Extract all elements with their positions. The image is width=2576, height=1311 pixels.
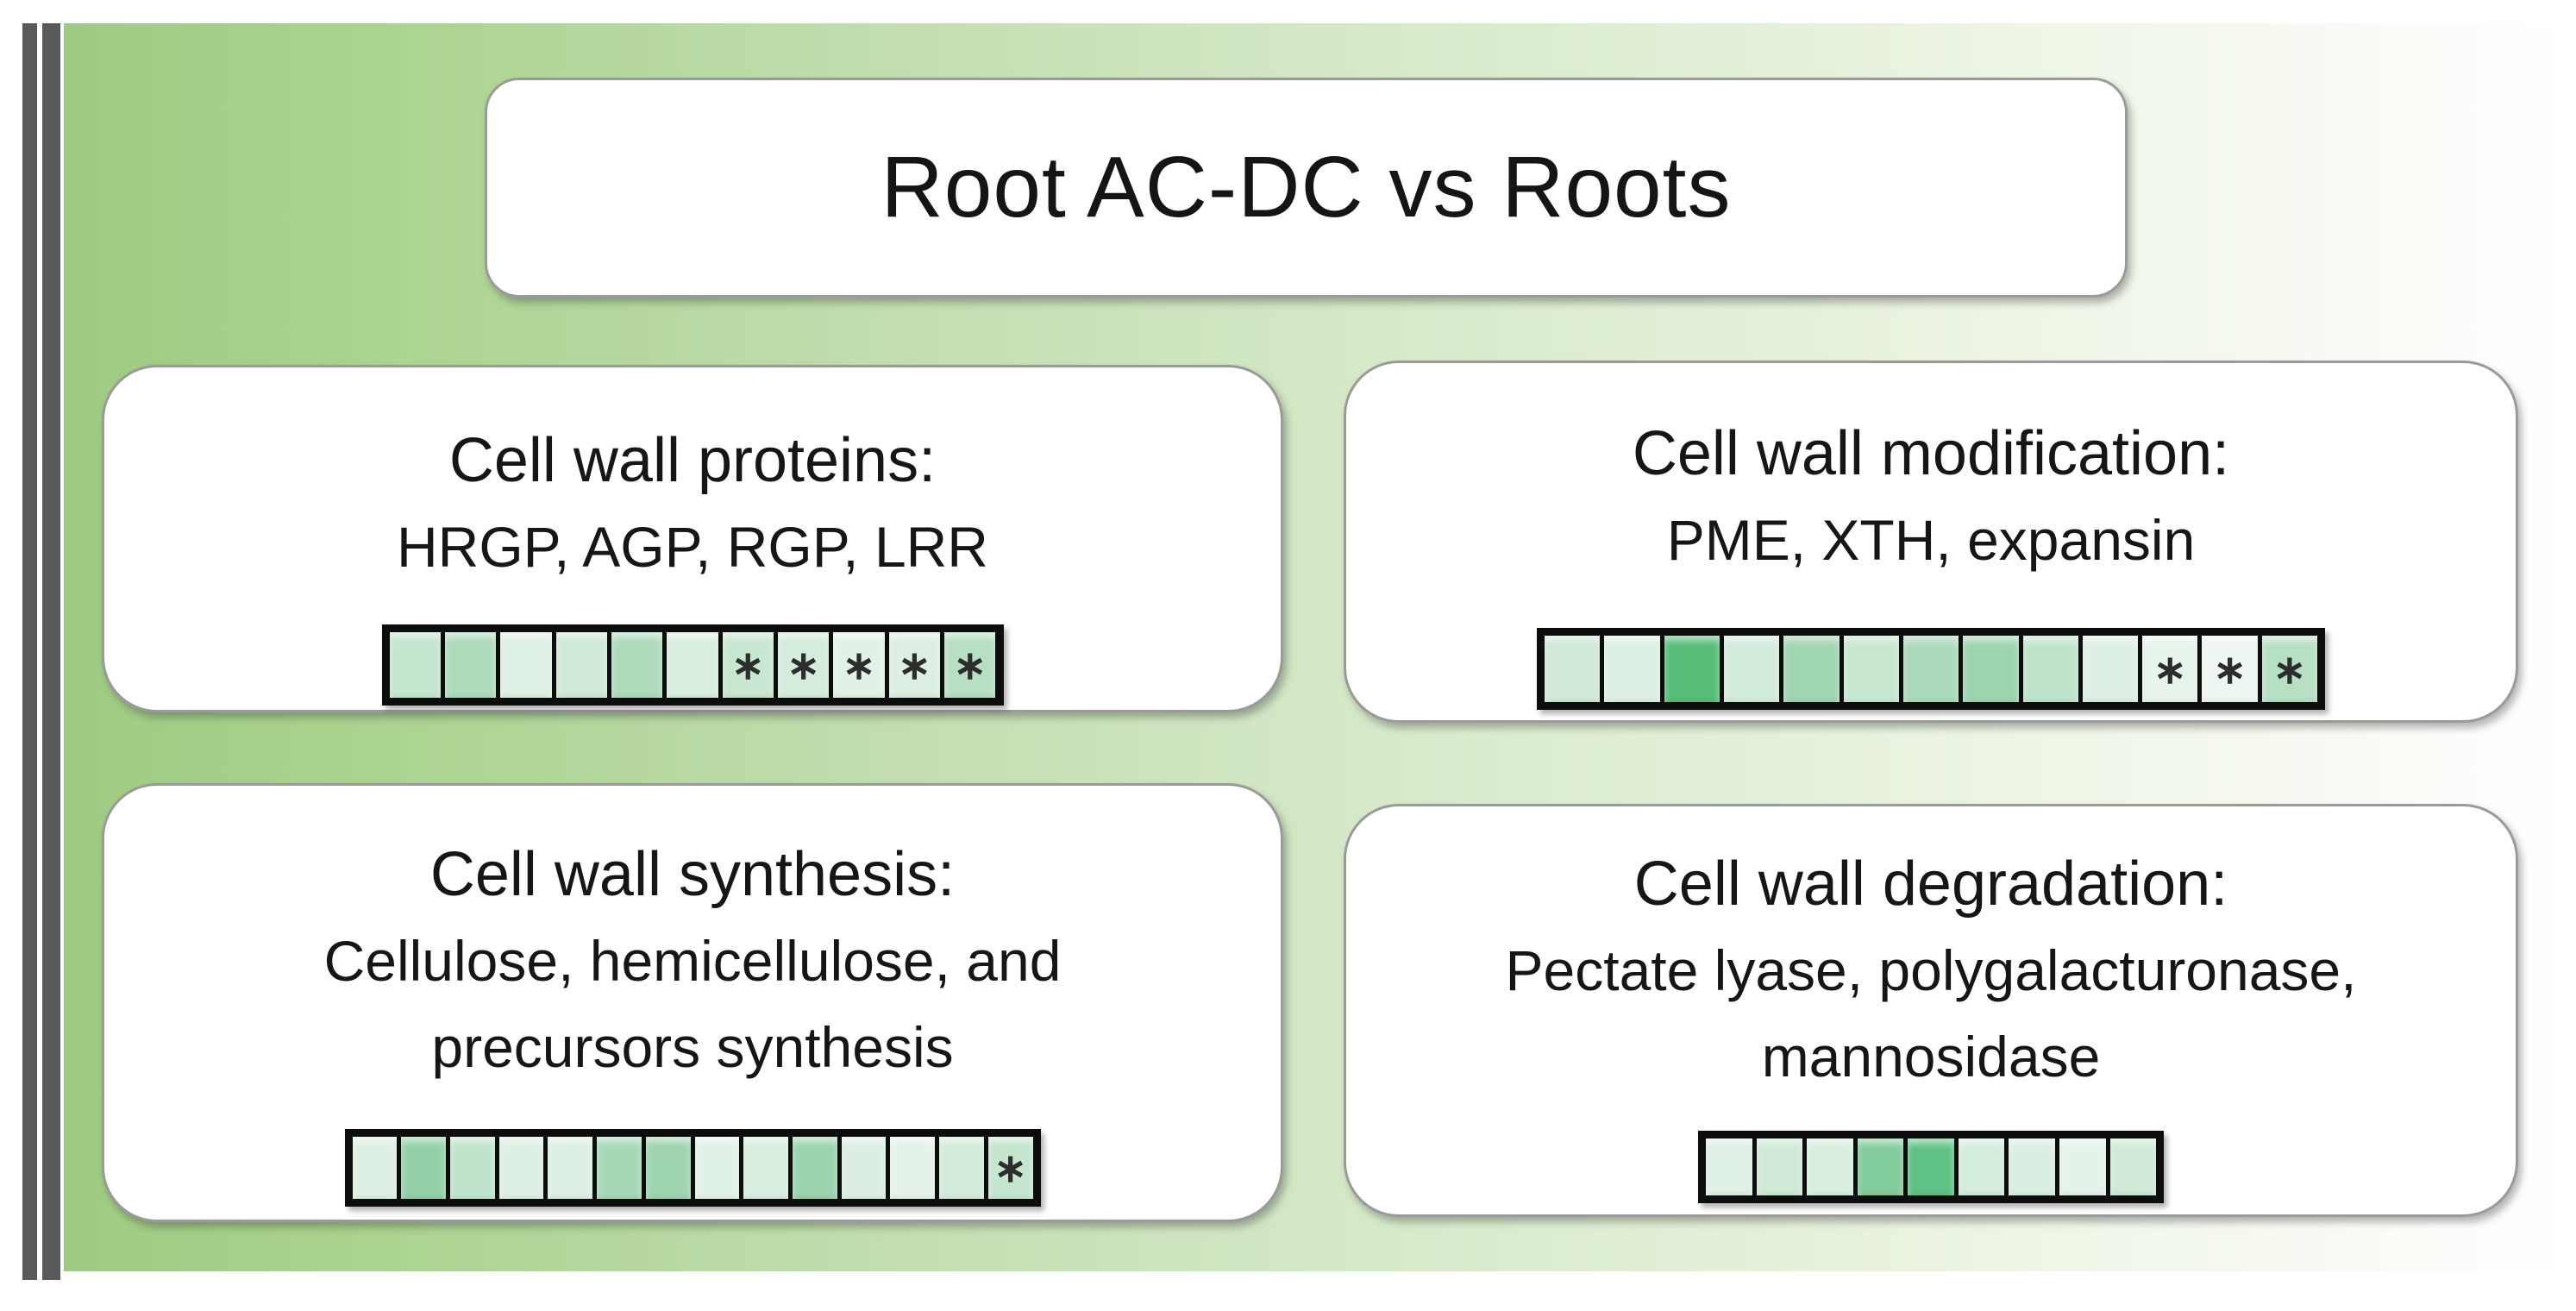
- heatmap-cell: [444, 632, 497, 698]
- card-subline: PME, XTH, expansin: [1666, 508, 2196, 572]
- card-subline: Cellulose, hemicellulose, and: [323, 929, 1062, 993]
- significance-asterisk: ∗: [2213, 646, 2247, 692]
- heatmap-cell: [1723, 636, 1780, 702]
- significance-asterisk: ∗: [898, 643, 931, 687]
- heatmap-cell: [841, 1137, 887, 1199]
- title-box: Root AC-DC vs Roots: [485, 78, 2128, 298]
- heatmap-cell: ∗: [2202, 636, 2258, 702]
- heatmap-cell: [743, 1137, 788, 1199]
- heatmap-cell: ∗: [2142, 636, 2198, 702]
- significance-asterisk: ∗: [993, 1145, 1027, 1190]
- left-accent-bar-2: [42, 23, 60, 1280]
- significance-asterisk: ∗: [2272, 646, 2307, 692]
- card-cell-wall-degradation: Cell wall degradation: Pectate lyase, po…: [1344, 804, 2518, 1217]
- heatmap-cell: [694, 1137, 740, 1199]
- heatmap-cell: [401, 1137, 446, 1199]
- card-subline: Pectate lyase, polygalacturonase,: [1505, 938, 2357, 1002]
- card-cell-wall-modification: Cell wall modification: PME, XTH, expans…: [1344, 361, 2518, 723]
- heatmap-cell: ∗: [778, 632, 830, 698]
- heatmap-cell: [2022, 636, 2078, 702]
- heatmap-strip: [1698, 1131, 2164, 1203]
- card-heading: Cell wall synthesis:: [429, 840, 956, 909]
- heatmap-cell: [939, 1137, 984, 1199]
- heatmap-cell: [890, 1137, 936, 1199]
- heatmap-cell: [1604, 636, 1660, 702]
- significance-asterisk: ∗: [2153, 646, 2187, 692]
- card-sublines: Cellulose, hemicellulose, and precursors …: [324, 918, 1062, 1090]
- card-heading: Cell wall proteins:: [448, 426, 937, 495]
- heatmap-cell: [449, 1137, 495, 1199]
- left-accent-bar-1: [22, 23, 37, 1280]
- heatmap-cell: [548, 1137, 593, 1199]
- heatmap-cell: [2059, 1138, 2106, 1195]
- card-heading: Cell wall modification:: [1632, 419, 2230, 488]
- heatmap-cell: [667, 632, 718, 698]
- heatmap-cell: [1843, 636, 1899, 702]
- heatmap-strip: ∗ ∗ ∗ ∗ ∗: [381, 624, 1004, 706]
- heatmap-cell: [1706, 1138, 1752, 1195]
- heatmap-cell: [1908, 1138, 1954, 1195]
- heatmap-cell: [611, 632, 663, 698]
- heatmap-cell: ∗: [722, 632, 774, 698]
- heatmap-cell: [645, 1137, 691, 1199]
- heatmap-cell: [1756, 1138, 1803, 1195]
- heatmap-cell: [597, 1137, 642, 1199]
- heatmap-cell: [1963, 636, 2019, 702]
- heatmap-cell: [498, 1137, 544, 1199]
- heatmap-cell: [1664, 636, 1720, 702]
- heatmap-cell: [2009, 1138, 2055, 1195]
- card-cell-wall-proteins: Cell wall proteins: HRGP, AGP, RGP, LRR …: [102, 365, 1283, 712]
- heatmap-cell: [1545, 636, 1601, 702]
- heatmap-cell: ∗: [888, 632, 941, 698]
- significance-asterisk: ∗: [787, 643, 820, 687]
- heatmap-cell: [1857, 1138, 1904, 1195]
- heatmap-cell: ∗: [944, 632, 996, 698]
- card-sublines: Pectate lyase, polygalacturonase, mannosi…: [1506, 927, 2357, 1100]
- heatmap-cell: ∗: [833, 632, 885, 698]
- heatmap-cell: [500, 632, 552, 698]
- figure-title: Root AC-DC vs Roots: [881, 139, 1732, 235]
- card-sublines: PME, XTH, expansin: [1667, 497, 2196, 583]
- heatmap-cell: [555, 632, 607, 698]
- heatmap-cell: [792, 1137, 837, 1199]
- heatmap-cell: [352, 1137, 398, 1199]
- heatmap-cell: [389, 632, 441, 698]
- card-sublines: HRGP, AGP, RGP, LRR: [397, 504, 988, 590]
- card-heading: Cell wall degradation:: [1633, 850, 2228, 919]
- card-subline: HRGP, AGP, RGP, LRR: [397, 515, 988, 579]
- heatmap-cell: [1902, 636, 1959, 702]
- significance-asterisk: ∗: [953, 643, 987, 687]
- card-subline: mannosidase: [1761, 1025, 2101, 1088]
- heatmap-cell: [1783, 636, 1840, 702]
- significance-asterisk: ∗: [731, 643, 765, 687]
- heatmap-cell: [1958, 1138, 2005, 1195]
- heatmap-cell: [2082, 636, 2139, 702]
- heatmap-cell: ∗: [987, 1137, 1033, 1199]
- significance-asterisk: ∗: [842, 643, 876, 687]
- heatmap-cell: ∗: [2261, 636, 2318, 702]
- card-subline: precursors synthesis: [431, 1015, 954, 1079]
- card-cell-wall-synthesis: Cell wall synthesis: Cellulose, hemicell…: [102, 783, 1283, 1222]
- heatmap-strip: ∗ ∗ ∗: [1537, 628, 2325, 710]
- heatmap-cell: [2109, 1138, 2157, 1195]
- heatmap-cell: [1807, 1138, 1853, 1195]
- heatmap-strip: ∗: [344, 1129, 1041, 1207]
